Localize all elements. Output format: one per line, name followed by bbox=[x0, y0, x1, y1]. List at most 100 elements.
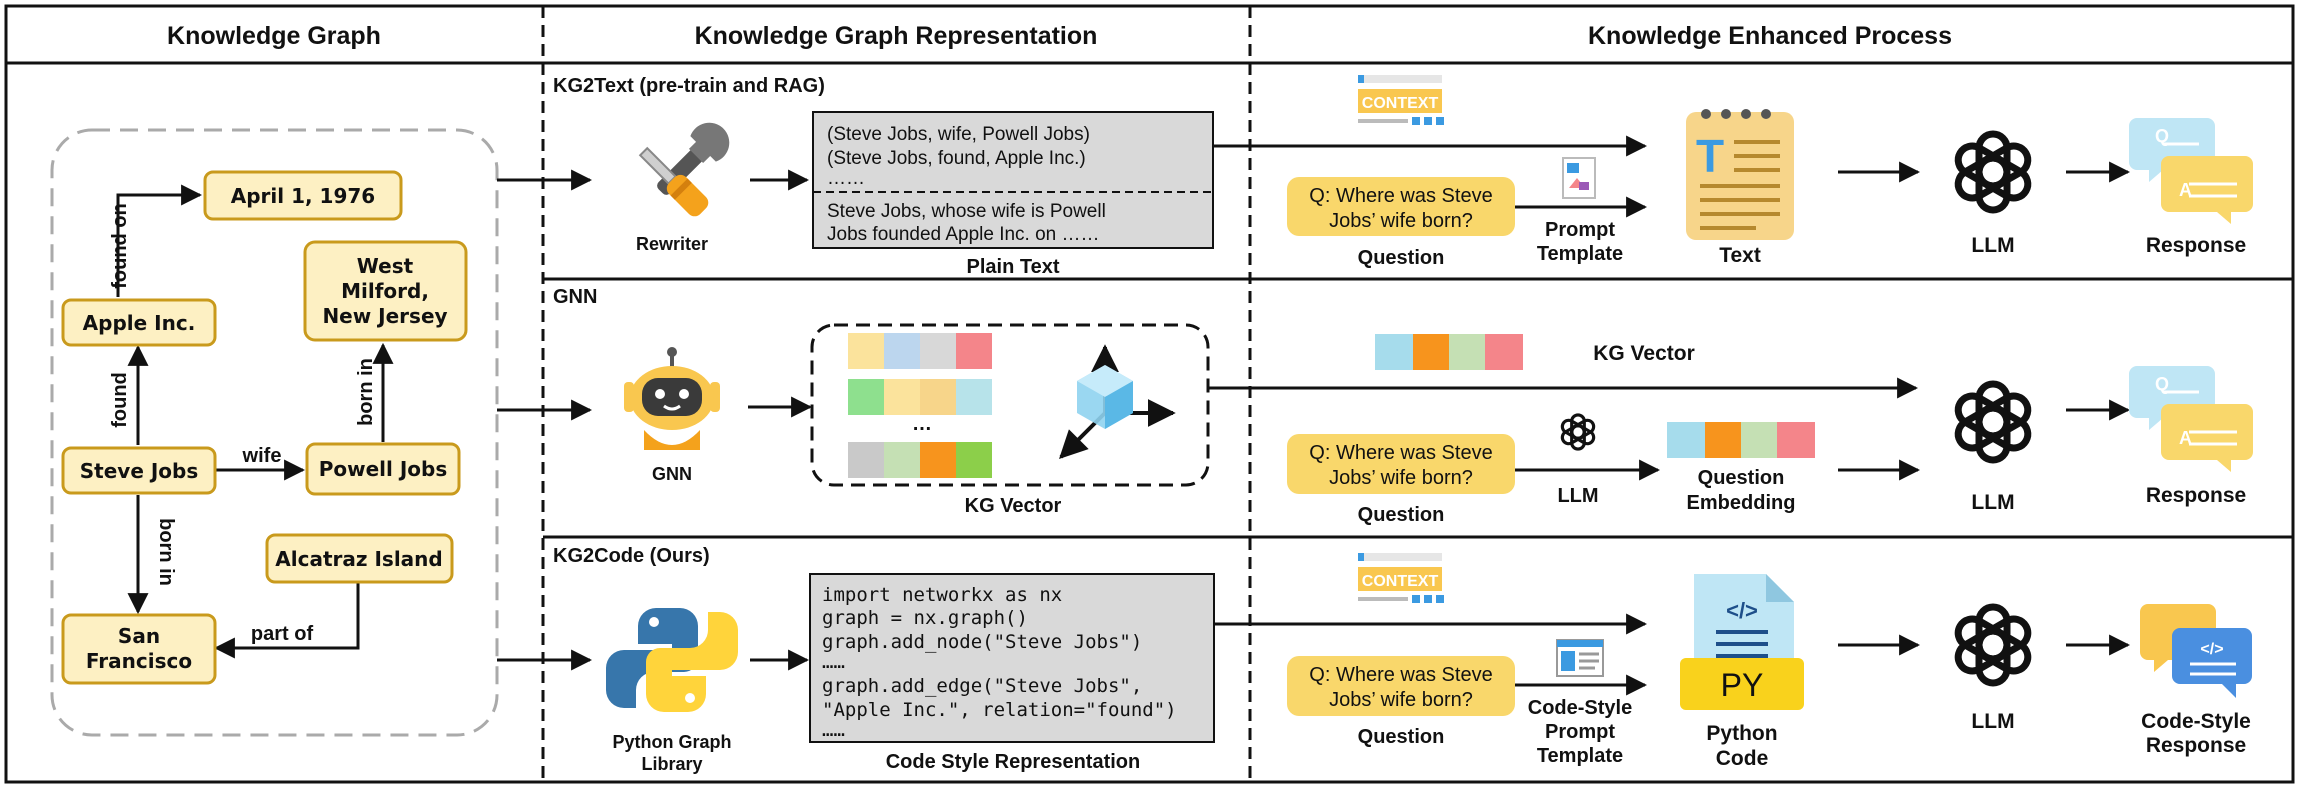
py-file-label: PY bbox=[1721, 667, 1764, 703]
node-sf-line1: San bbox=[118, 624, 160, 648]
code-template-line1: Code-Style bbox=[1528, 697, 1632, 719]
node-april: April 1, 1976 bbox=[203, 170, 403, 221]
context-icon: CONTEXT bbox=[1356, 73, 1446, 127]
llm-small-label: LLM bbox=[1557, 485, 1598, 507]
plain-text-caption: Plain Text bbox=[967, 256, 1060, 278]
chat-bubble-icon: Q A bbox=[2127, 364, 2255, 474]
label-wife: wife bbox=[242, 445, 282, 467]
openai-logo-icon bbox=[1953, 607, 2033, 683]
label-found: found bbox=[109, 372, 131, 428]
openai-logo-icon bbox=[1953, 384, 2033, 460]
response-label-1: Response bbox=[2146, 234, 2246, 257]
question-1-caption: Question bbox=[1358, 247, 1445, 269]
question-2-line2: Jobs’ wife born? bbox=[1329, 467, 1473, 489]
header-knowledge-graph: Knowledge Graph bbox=[167, 22, 381, 50]
node-powell-jobs: Powell Jobs bbox=[305, 442, 461, 496]
row-title-gnn: GNN bbox=[553, 286, 597, 308]
code-bubble-tag: </> bbox=[2200, 641, 2223, 658]
plain-text-line-4: Steve Jobs, whose wife is Powell bbox=[827, 201, 1106, 222]
prompt-template-line2: Template bbox=[1537, 243, 1623, 265]
question-bubble-1: Q: Where was Steve Jobs’ wife born? bbox=[1287, 177, 1515, 236]
question-bubble-3: Q: Where was Steve Jobs’ wife born? bbox=[1287, 656, 1515, 716]
node-sf-line2: Francisco bbox=[86, 649, 192, 673]
node-alcatraz-label: Alcatraz Island bbox=[275, 547, 442, 571]
response-q-1: Q bbox=[2155, 126, 2169, 146]
code-template-line2: Prompt bbox=[1545, 721, 1615, 743]
plain-text-box: (Steve Jobs, wife, Powell Jobs) (Steve J… bbox=[812, 111, 1214, 249]
code-line-5: graph.add_edge("Steve Jobs", bbox=[822, 675, 1142, 697]
prompt-template-line1: Prompt bbox=[1545, 219, 1615, 241]
rewriter-label: Rewriter bbox=[636, 234, 708, 254]
row-title-kg2code: KG2Code (Ours) bbox=[553, 545, 710, 567]
python-code-line1: Python bbox=[1706, 722, 1777, 745]
llm-label-3: LLM bbox=[1971, 710, 2014, 733]
openai-logo-icon bbox=[1558, 413, 1598, 451]
label-born-in-powell: born in bbox=[355, 358, 377, 426]
node-april-label: April 1, 1976 bbox=[231, 184, 375, 208]
python-library-line1: Python Graph bbox=[612, 732, 731, 752]
svg-text:T: T bbox=[1696, 130, 1724, 182]
node-west-line3: New Jersey bbox=[322, 304, 447, 328]
kg-vector-caption: KG Vector bbox=[965, 495, 1062, 517]
python-file-icon: </> PY bbox=[1680, 574, 1804, 710]
embedding-line2: Embedding bbox=[1687, 492, 1796, 514]
code-box: import networkx as nx graph = nx.graph()… bbox=[809, 573, 1215, 743]
node-powell-label: Powell Jobs bbox=[319, 457, 448, 481]
node-west-line1: West bbox=[357, 254, 414, 278]
code-response-icon: </> bbox=[2140, 604, 2252, 698]
python-logo-icon bbox=[606, 608, 738, 712]
embedding-line1: Question bbox=[1698, 467, 1785, 489]
response-a-2: A bbox=[2179, 428, 2192, 448]
response-label-3-line2: Response bbox=[2146, 734, 2246, 757]
outer-frame bbox=[4, 4, 2295, 784]
node-san-francisco: San Francisco bbox=[61, 613, 217, 685]
code-template-icon bbox=[1556, 639, 1604, 677]
kg-vector-box: … bbox=[810, 323, 1210, 487]
row-title-kg2text: KG2Text (pre-train and RAG) bbox=[553, 75, 825, 97]
question-bubble-2: Q: Where was Steve Jobs’ wife born? bbox=[1287, 434, 1515, 494]
edge-part-of bbox=[213, 580, 360, 659]
text-caption: Text bbox=[1719, 244, 1761, 267]
context-label-2: CONTEXT bbox=[1362, 573, 1439, 590]
plain-text-line-5: Jobs founded Apple Inc. on …… bbox=[827, 224, 1100, 245]
llm-label-2: LLM bbox=[1971, 491, 2014, 514]
plain-text-line-3: …… bbox=[827, 168, 865, 189]
header-kg-representation: Knowledge Graph Representation bbox=[695, 22, 1098, 50]
python-code-line2: Code bbox=[1716, 747, 1769, 770]
question-embedding-bar bbox=[1667, 422, 1815, 458]
response-label-2: Response bbox=[2146, 484, 2246, 507]
code-line-1: import networkx as nx bbox=[822, 584, 1062, 606]
kg-vector-bar bbox=[1375, 334, 1523, 370]
py-file-tag: </> bbox=[1726, 598, 1758, 623]
code-line-4: …… bbox=[822, 651, 845, 673]
plain-text-line-2: (Steve Jobs, found, Apple Inc.) bbox=[827, 148, 1086, 169]
question-3-line2: Jobs’ wife born? bbox=[1329, 689, 1473, 711]
code-line-2: graph = nx.graph() bbox=[822, 607, 1028, 629]
node-alcatraz: Alcatraz Island bbox=[265, 533, 454, 584]
python-library-line2: Library bbox=[641, 754, 702, 774]
graph-container bbox=[50, 128, 499, 737]
node-steve-jobs: Steve Jobs bbox=[61, 446, 217, 495]
context-icon: CONTEXT bbox=[1356, 551, 1446, 605]
gnn-label: GNN bbox=[652, 464, 692, 484]
label-part-of: part of bbox=[251, 623, 314, 645]
graph-edges bbox=[116, 184, 394, 659]
code-style-caption: Code Style Representation bbox=[886, 751, 1141, 773]
llm-label-1: LLM bbox=[1971, 234, 2014, 257]
wrench-screwdriver-icon bbox=[638, 122, 730, 217]
code-line-6: "Apple Inc.", relation="found") bbox=[822, 699, 1177, 721]
code-template-line3: Template bbox=[1537, 745, 1623, 767]
header-knowledge-enhanced-process: Knowledge Enhanced Process bbox=[1588, 22, 1952, 50]
label-found-on: found on bbox=[109, 203, 131, 289]
question-3-line1: Q: Where was Steve bbox=[1309, 664, 1492, 686]
3d-cube-axes-icon bbox=[1059, 344, 1176, 459]
code-line-3: graph.add_node("Steve Jobs") bbox=[822, 631, 1142, 653]
vector-grid bbox=[848, 333, 992, 478]
node-west-milford: West Milford, New Jersey bbox=[303, 240, 468, 342]
node-west-line2: Milford, bbox=[341, 279, 429, 303]
node-apple: Apple Inc. bbox=[61, 298, 217, 347]
node-steve-label: Steve Jobs bbox=[80, 459, 199, 483]
plain-text-line-1: (Steve Jobs, wife, Powell Jobs) bbox=[827, 124, 1090, 145]
question-2-caption: Question bbox=[1358, 504, 1445, 526]
